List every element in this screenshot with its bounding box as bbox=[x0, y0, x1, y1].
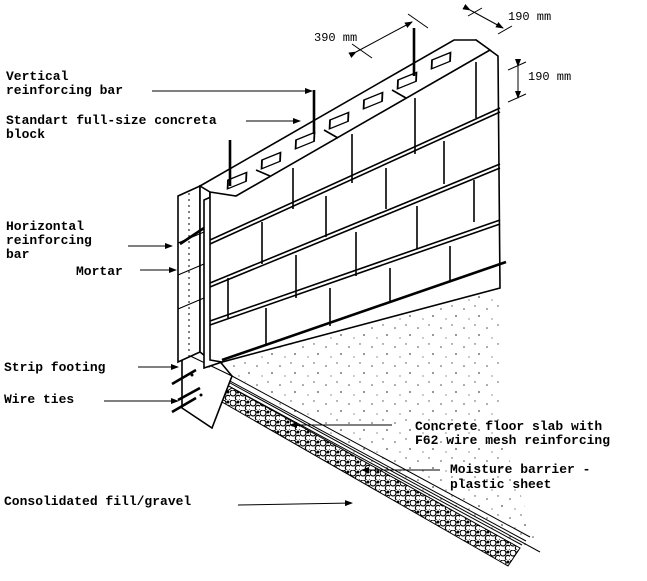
svg-text:reinforcing bar: reinforcing bar bbox=[6, 83, 123, 98]
svg-text:Wire ties: Wire ties bbox=[4, 392, 74, 407]
label-strip-footing: Strip footing bbox=[4, 360, 179, 375]
moisture-barrier-sheet bbox=[224, 375, 531, 546]
svg-text:Vertical: Vertical bbox=[6, 69, 69, 84]
svg-text:Strip footing: Strip footing bbox=[4, 360, 106, 375]
dimension-190-width-label: 190 mm bbox=[508, 10, 551, 24]
top-course-blocks bbox=[198, 39, 492, 197]
block-core bbox=[226, 51, 452, 190]
svg-text:F62 wire mesh reinforcing: F62 wire mesh reinforcing bbox=[415, 433, 610, 448]
svg-text:Consolidated fill/gravel: Consolidated fill/gravel bbox=[4, 494, 191, 509]
dimension-block-width: 190 mm bbox=[462, 4, 551, 35]
svg-text:Horizontal: Horizontal bbox=[6, 219, 84, 234]
horizontal-reinforcing-bar bbox=[179, 226, 205, 246]
label-mortar: Mortar bbox=[76, 264, 177, 279]
dimension-390-label: 390 mm bbox=[314, 31, 357, 45]
label-horizontal-reinforcing-bar: Horizontal reinforcing bar bbox=[6, 219, 173, 262]
label-consolidated-fill: Consolidated fill/gravel bbox=[4, 494, 353, 509]
svg-text:Moisture barrier -: Moisture barrier - bbox=[450, 462, 590, 477]
dimension-block-length: 390 mm bbox=[314, 13, 429, 59]
svg-text:reinforcing: reinforcing bbox=[6, 233, 92, 248]
block-wall-face bbox=[209, 39, 507, 363]
label-moisture-barrier: Moisture barrier - plastic sheet bbox=[361, 462, 590, 492]
svg-text:Concrete floor slab with: Concrete floor slab with bbox=[415, 419, 602, 434]
label-wire-ties: Wire ties bbox=[4, 392, 179, 407]
svg-text:block: block bbox=[6, 127, 45, 142]
label-floor-slab: Concrete floor slab with F62 wire mesh r… bbox=[289, 419, 610, 448]
svg-text:plastic sheet: plastic sheet bbox=[450, 477, 551, 492]
label-vertical-reinforcing-bar: Vertical reinforcing bar bbox=[6, 69, 313, 98]
label-concrete-block: Standart full-size concreta block bbox=[6, 113, 301, 142]
svg-text:Mortar: Mortar bbox=[76, 264, 123, 279]
svg-text:Standart full-size concreta: Standart full-size concreta bbox=[6, 113, 217, 128]
wire-ties bbox=[171, 368, 201, 414]
svg-text:bar: bar bbox=[6, 247, 29, 262]
vertical-reinforcing-bars bbox=[228, 28, 416, 186]
dimension-block-height: 190 mm bbox=[507, 59, 571, 103]
dimension-190-height-label: 190 mm bbox=[528, 70, 571, 84]
